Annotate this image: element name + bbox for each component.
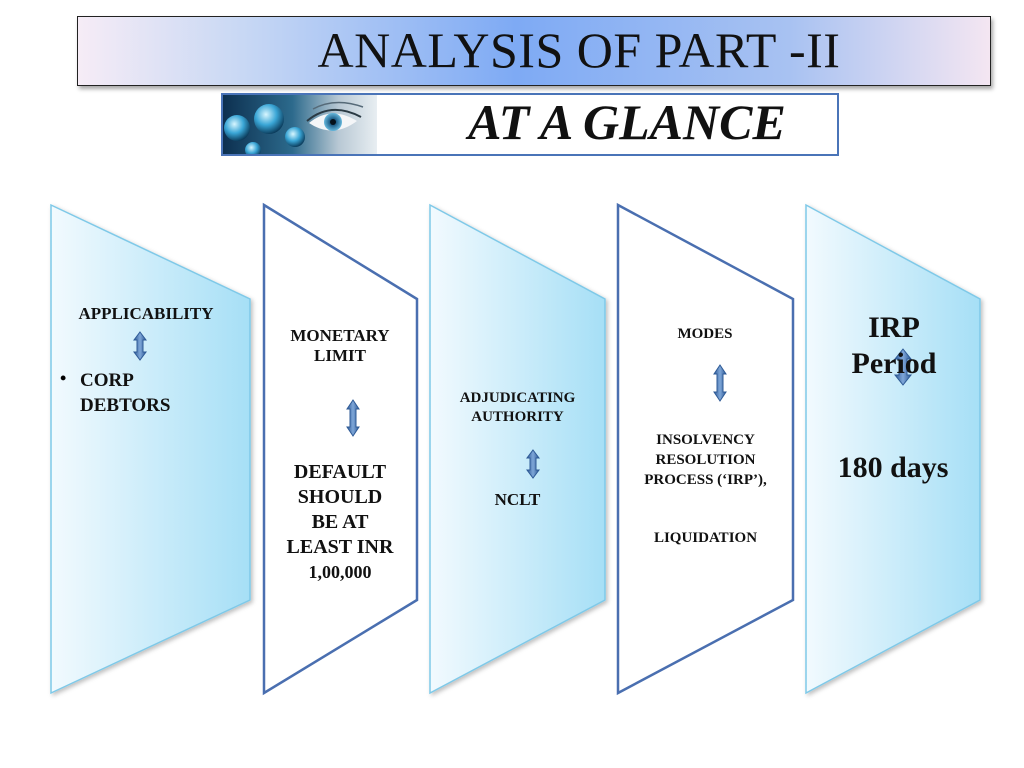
applicability-item-line: CORP bbox=[80, 370, 134, 391]
double-arrow-icon bbox=[893, 348, 913, 386]
value-line: LEAST INR bbox=[286, 536, 394, 558]
monetary-limit-heading: MONETARY LIMIT bbox=[290, 326, 390, 365]
value-line: 1,00,000 bbox=[308, 562, 372, 582]
irp-period-heading: IRP Period bbox=[812, 310, 976, 382]
heading-line: IRP bbox=[868, 311, 920, 344]
title-banner: ANALYSIS OF PART -II bbox=[77, 16, 991, 86]
heading-line: Period bbox=[851, 347, 937, 380]
value-line: BE AT bbox=[311, 511, 369, 533]
applicability-heading: APPLICABILITY bbox=[78, 304, 214, 323]
eye-globes-image bbox=[223, 95, 377, 154]
monetary-limit-value: DEFAULT SHOULD BE AT LEAST INR 1,00,000 bbox=[256, 460, 424, 585]
modes-liquidation: LIQUIDATION bbox=[653, 530, 758, 546]
irp-period-value: 180 days bbox=[837, 451, 949, 484]
panel-adjudicating-authority bbox=[429, 203, 606, 695]
double-arrow-icon bbox=[133, 331, 147, 361]
adjudicating-authority-heading: ADJUDICATING AUTHORITY bbox=[459, 390, 576, 425]
panel-applicability bbox=[50, 203, 251, 695]
subtitle-text: AT A GLANCE bbox=[468, 94, 786, 150]
value-line: DEFAULT bbox=[293, 461, 387, 483]
applicability-bullet-item: • CORP DEBTORS bbox=[60, 368, 170, 418]
value-line: SHOULD bbox=[297, 486, 383, 508]
panel-modes bbox=[616, 202, 795, 696]
modes-irp: INSOLVENCY RESOLUTION PROCESS (‘IRP’), bbox=[618, 430, 793, 490]
modes-heading: MODES bbox=[677, 326, 733, 342]
bullet-marker: • bbox=[60, 368, 67, 388]
double-arrow-icon bbox=[346, 399, 360, 437]
adjudicating-authority-value: NCLT bbox=[494, 490, 541, 509]
value-line: RESOLUTION bbox=[655, 452, 756, 468]
applicability-item-line: DEBTORS bbox=[80, 395, 171, 416]
panel-irp-period bbox=[805, 203, 981, 695]
double-arrow-icon bbox=[526, 449, 540, 479]
value-line: INSOLVENCY bbox=[656, 432, 755, 448]
panel-monetary-limit bbox=[262, 202, 419, 696]
value-line: PROCESS (‘IRP’), bbox=[644, 472, 767, 488]
page-title: ANALYSIS OF PART -II bbox=[317, 22, 841, 78]
double-arrow-icon bbox=[713, 364, 727, 402]
subtitle-banner: AT A GLANCE bbox=[221, 93, 839, 156]
